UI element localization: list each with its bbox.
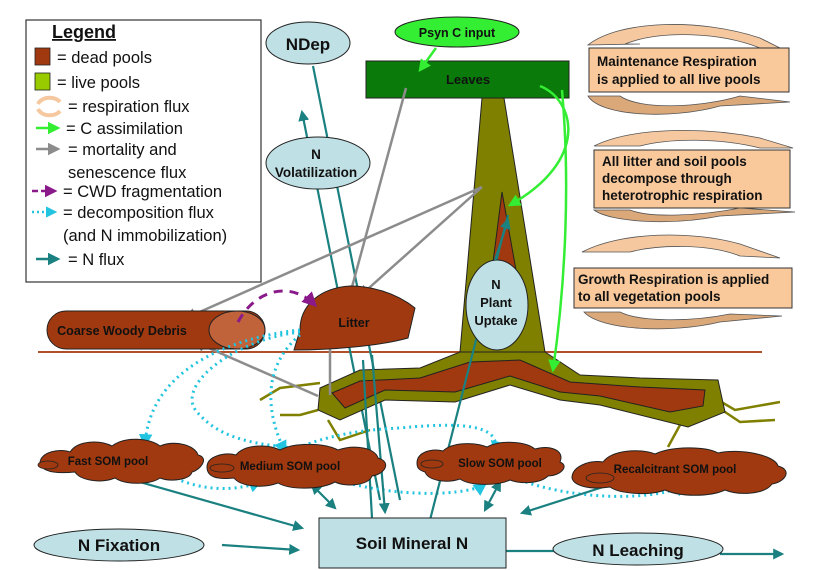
growth-line-1: Growth Respiration is applied xyxy=(578,272,769,287)
growth-line-2: to all vegetation pools xyxy=(578,289,721,304)
heterotrophic-line-2: decompose through xyxy=(602,171,732,186)
medium-som-pool[interactable]: Medium SOM pool xyxy=(206,443,387,489)
assimilation-arrow-to-trunk xyxy=(507,84,570,207)
n-fixation-node[interactable] xyxy=(33,528,205,562)
roots xyxy=(259,381,781,448)
legend-swatch-live xyxy=(34,72,51,91)
legend-label-nflux: = N flux xyxy=(68,251,125,269)
n-fixation-label: N Fixation xyxy=(78,536,160,555)
recalcitrant-som-label: Recalcitrant SOM pool xyxy=(614,464,737,476)
legend-label-assimilation: = C assimilation xyxy=(66,120,183,138)
n-plant-uptake-arrow xyxy=(493,217,511,261)
legend-swatch-dead xyxy=(34,47,51,66)
soil-mineral-n-label: Soil Mineral N xyxy=(356,534,468,553)
coarse-woody-debris-end xyxy=(208,310,266,350)
psyn-arrow xyxy=(418,47,438,73)
ndep-label: NDep xyxy=(286,35,330,54)
root-live-pool xyxy=(317,351,726,428)
growth-respiration-note: Growth Respiration is applied to all veg… xyxy=(573,234,793,330)
fast-som-label: Fast SOM pool xyxy=(68,456,149,468)
legend-title: Legend xyxy=(52,22,116,42)
maintenance-respiration-note: Maintenance Respiration is applied to al… xyxy=(586,24,791,115)
legend-label-dead: = dead pools xyxy=(57,49,152,67)
psyn-c-input-label: Psyn C input xyxy=(419,26,496,40)
psyn-c-input[interactable] xyxy=(394,16,520,48)
n-plant-uptake-label-3: Uptake xyxy=(474,313,517,328)
legend-label-mortality-2: senescence flux xyxy=(68,164,187,182)
legend: Legend = dead pools = live pools = respi… xyxy=(25,19,262,283)
cwd-fragmentation-arrow xyxy=(236,289,318,323)
leaves-pool[interactable] xyxy=(365,60,570,99)
n-volatilization-label-1: N xyxy=(311,147,321,162)
recalcitrant-som-pool[interactable]: Recalcitrant SOM pool xyxy=(571,447,787,496)
litter-label: Litter xyxy=(338,316,369,330)
n-plant-uptake-label-2: Plant xyxy=(480,295,512,310)
fast-som-pool[interactable]: Fast SOM pool xyxy=(37,438,204,484)
maintenance-line-1: Maintenance Respiration xyxy=(597,54,757,69)
legend-label-decomposition-2: (and N immobilization) xyxy=(63,227,227,245)
assimilation-arrow-to-roots xyxy=(548,89,568,373)
legend-label-mortality: = mortality and xyxy=(68,141,177,159)
ndep-node[interactable] xyxy=(265,21,351,65)
coarse-woody-debris-label: Coarse Woody Debris xyxy=(57,324,187,338)
legend-label-cwd: = CWD fragmentation xyxy=(63,183,222,201)
n-plant-uptake-label-1: N xyxy=(491,277,500,292)
heterotrophic-line-3: heterotrophic respiration xyxy=(602,188,763,203)
legend-label-respiration: = respiration flux xyxy=(68,98,190,116)
leaves-label: Leaves xyxy=(446,72,490,87)
slow-som-pool[interactable]: Slow SOM pool xyxy=(416,441,565,485)
heterotrophic-line-1: All litter and soil pools xyxy=(602,154,747,169)
maintenance-line-2: is applied to all live pools xyxy=(597,72,761,87)
legend-label-live: = live pools xyxy=(57,74,140,92)
slow-som-label: Slow SOM pool xyxy=(458,458,542,470)
medium-som-label: Medium SOM pool xyxy=(240,461,340,473)
respiration-flux-icon xyxy=(36,95,62,118)
n-plant-uptake[interactable] xyxy=(465,259,529,351)
heterotrophic-respiration-note: All litter and soil pools decompose thro… xyxy=(592,130,796,223)
legend-label-decomposition: = decomposition flux xyxy=(63,204,215,222)
n-leaching-node[interactable] xyxy=(552,532,724,566)
root-dead-pool xyxy=(331,359,706,413)
n-leaching-label: N Leaching xyxy=(592,541,684,560)
n-volatilization-label-2: Volatilization xyxy=(275,165,357,180)
legend-box xyxy=(25,19,262,283)
soil-mineral-n-pool[interactable] xyxy=(318,517,507,569)
n-volatilization-node[interactable] xyxy=(265,136,371,190)
